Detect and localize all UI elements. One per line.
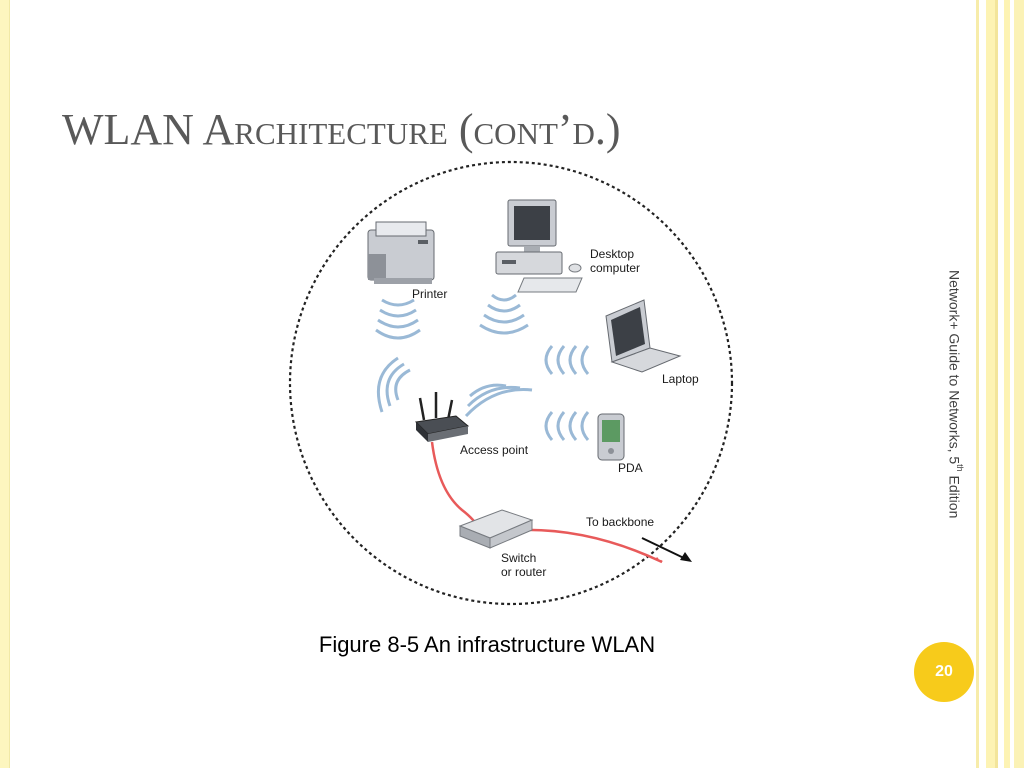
side-note-superscript: th [955,464,965,472]
switch-label-line1: Switch [501,551,536,565]
backbone-label: To backbone [586,515,654,529]
book-side-note: Network+ Guide to Networks, 5th Edition [946,270,972,580]
desktop-label-line2: computer [590,261,640,275]
access-point-label: Access point [460,443,529,457]
slide-title: WLAN Architecture (cont’d.) [62,105,621,154]
page-number-badge: 20 [914,642,974,702]
printer-signal-waves [375,298,421,340]
desktop-signal-waves [479,293,529,335]
right-border-stripes [976,0,1024,768]
laptop-label: Laptop [662,372,699,386]
pda-signal-waves [544,411,590,441]
printer-icon [367,221,435,284]
pda-icon [597,413,625,461]
access-point-icon [414,392,470,442]
desktop-label-line1: Desktop [590,247,634,261]
backbone-cable-end [655,556,663,564]
backbone-arrow-head [680,552,692,562]
access-point-signal-left [376,356,411,413]
wlan-diagram: Printer Desktop computer Laptop Access p… [288,160,734,606]
backbone-arrow [641,537,689,561]
switch-label-line2: or router [501,565,546,579]
coverage-boundary [288,160,734,606]
access-point-signal-right [464,383,533,418]
figure-caption: Figure 8-5 An infrastructure WLAN [318,632,656,657]
laptop-signal-waves [544,345,590,375]
laptop-icon [605,299,682,373]
backbone-cable [519,528,663,564]
printer-label: Printer [412,287,447,301]
switch-router-icon [458,509,534,549]
pda-label: PDA [618,461,643,475]
side-note-prefix: Network+ Guide to Networks, 5 [946,270,963,465]
left-border-stripe [0,0,10,768]
side-note-suffix: Edition [946,471,963,519]
desktop-computer-icon [495,199,583,293]
